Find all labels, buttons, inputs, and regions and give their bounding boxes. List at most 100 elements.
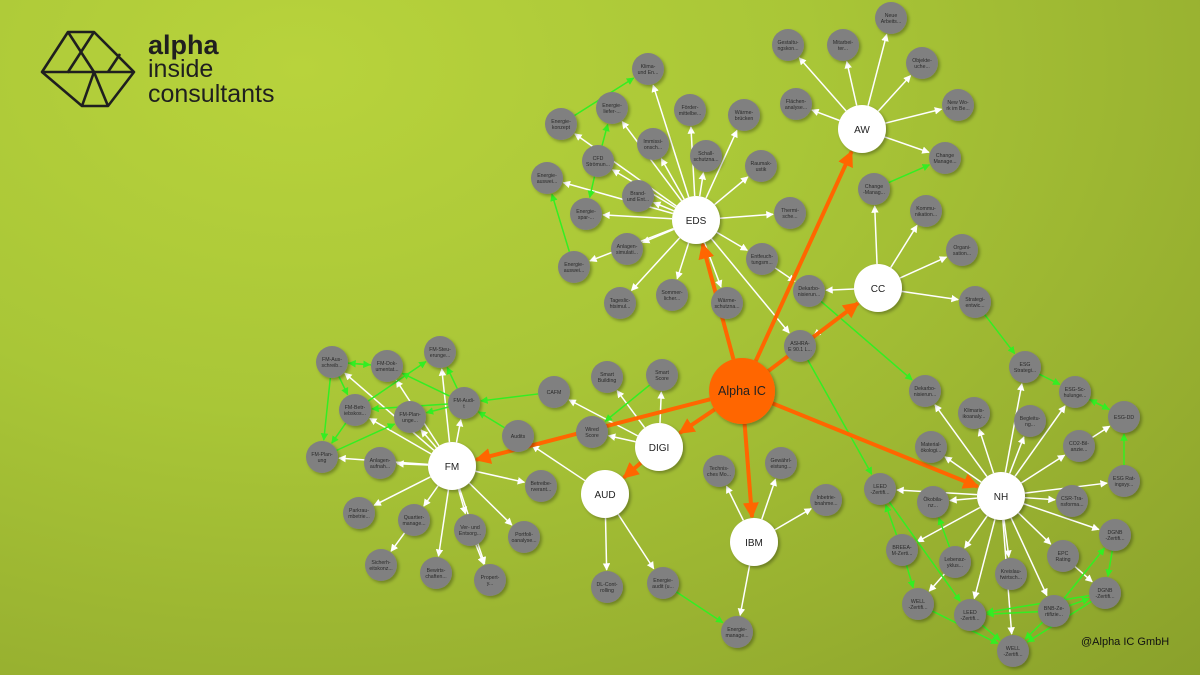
- alpha-hub-node[interactable]: Alpha IC: [709, 358, 775, 424]
- topic-node[interactable]: Objekte-uche...: [906, 47, 938, 79]
- topic-node[interactable]: BREEA-M-Zerti...: [886, 534, 918, 566]
- topic-node[interactable]: Begleitu-ng...: [1014, 405, 1046, 437]
- topic-node[interactable]: Energie-liefer-...: [596, 92, 628, 124]
- topic-node[interactable]: Entfeuch-tungsm...: [746, 243, 778, 275]
- topic-node[interactable]: Raumak-ustik: [745, 150, 777, 182]
- topic-node[interactable]: Technis-ches Mo...: [703, 455, 735, 487]
- topic-node[interactable]: Ökobila-nz...: [917, 486, 949, 518]
- topic-node[interactable]: ESG-Sc-hulunge...: [1059, 376, 1091, 408]
- topic-node[interactable]: Audits: [502, 420, 534, 452]
- topic-node[interactable]: FM-Plan-unge...: [394, 401, 426, 433]
- nh-hub-node[interactable]: NH: [977, 472, 1025, 520]
- topic-node[interactable]: Energie-manage...: [721, 616, 753, 648]
- node-circle: [902, 588, 934, 620]
- fm-hub-node[interactable]: FM: [428, 442, 476, 490]
- white-edge-AW-a1: [867, 33, 889, 106]
- topic-node[interactable]: FM-Audi-t: [448, 387, 480, 419]
- topic-node[interactable]: Kommu-nikation...: [910, 195, 942, 227]
- topic-node[interactable]: WELL-Zertifi...: [902, 588, 934, 620]
- topic-node[interactable]: Förder-mittelbe...: [674, 94, 706, 126]
- topic-node[interactable]: Klima-und En...: [632, 53, 664, 85]
- topic-node[interactable]: Energie-auswei...: [558, 251, 590, 283]
- topic-node[interactable]: Thermi-sche...: [774, 197, 806, 229]
- digi-hub-node[interactable]: DIGI: [635, 423, 683, 471]
- aud-hub-node[interactable]: AUD: [581, 470, 629, 518]
- topic-node[interactable]: Flächen-analyse...: [780, 88, 812, 120]
- topic-node[interactable]: Sommer-licher...: [656, 279, 688, 311]
- topic-node[interactable]: Immissi-onsch...: [637, 128, 669, 160]
- topic-node[interactable]: Klimaris-ikoanaly...: [958, 397, 990, 429]
- topic-node[interactable]: Change-Manag...: [858, 173, 890, 205]
- white-edge-CC-c3: [899, 256, 948, 279]
- topic-node[interactable]: Wärme-brücken: [728, 99, 760, 131]
- topic-node[interactable]: Kreislau-fwirtsch...: [995, 558, 1027, 590]
- topic-node[interactable]: FM-Steu-erunge...: [424, 336, 456, 368]
- topic-node[interactable]: DL-Cont-rolling: [591, 571, 623, 603]
- white-edge-CC-c2: [890, 224, 918, 269]
- white-edge-EDS-e18: [675, 242, 690, 280]
- topic-node[interactable]: Anlagen-aufnah...: [364, 447, 396, 479]
- topic-node[interactable]: Energie-audit (u...: [647, 567, 679, 599]
- topic-node[interactable]: Mitarbei-ter...: [827, 29, 859, 61]
- topic-node[interactable]: Bewirts-chaften...: [420, 557, 452, 589]
- eds-hub-node[interactable]: EDS: [672, 196, 720, 244]
- topic-node[interactable]: Propert-y...: [474, 564, 506, 596]
- topic-node[interactable]: Gewährl-eistung...: [765, 447, 797, 479]
- aw-hub-node[interactable]: AW: [838, 105, 886, 153]
- topic-node[interactable]: FM-Betr-iebskos...: [339, 394, 371, 426]
- topic-node[interactable]: CSR-Tra-nsforma...: [1056, 485, 1088, 517]
- topic-node[interactable]: Organi-sation...: [946, 234, 978, 266]
- topic-node[interactable]: Lebensz-yklus...: [939, 546, 971, 578]
- topic-node[interactable]: CAFM: [538, 376, 570, 408]
- node-circle: [591, 571, 623, 603]
- cc-hub-node[interactable]: CC: [854, 264, 902, 312]
- topic-node[interactable]: BNB-Ze-rtifizie...: [1038, 595, 1070, 627]
- green-edge-n18-n20: [986, 594, 1090, 615]
- topic-node[interactable]: Schall-schutzna...: [690, 140, 722, 172]
- topic-node[interactable]: Parkrau-mbetrie...: [343, 497, 375, 529]
- topic-node[interactable]: FM-Plan-ung: [306, 441, 338, 473]
- topic-node[interactable]: ASHRA-E 90.1 L...: [784, 330, 816, 362]
- topic-node[interactable]: Portfoli-oanalyse...: [508, 521, 540, 553]
- topic-node[interactable]: ESG Rat-ingsyy...: [1108, 465, 1140, 497]
- topic-node[interactable]: Energie-konzept: [545, 108, 577, 140]
- topic-node[interactable]: DGNB-Zertifi...: [1099, 519, 1131, 551]
- topic-node[interactable]: Energie-auswei...: [531, 162, 563, 194]
- topic-node[interactable]: Gestaltu-ngskon...: [772, 29, 804, 61]
- topic-node[interactable]: FM-Dok-umentat...: [371, 350, 403, 382]
- topic-node[interactable]: Material-ökologi...: [915, 431, 947, 463]
- topic-node[interactable]: DGNB-Zertifi...: [1089, 577, 1121, 609]
- node-circle: [635, 423, 683, 471]
- topic-node[interactable]: Wärme-schutzna...: [711, 287, 743, 319]
- topic-node[interactable]: CO2-Bil-anzie...: [1063, 430, 1095, 462]
- topic-node[interactable]: Energie-spar-...: [570, 198, 602, 230]
- topic-node[interactable]: LEED-Zertifi...: [954, 599, 986, 631]
- topic-node[interactable]: Quartier-manage...: [398, 504, 430, 536]
- topic-node[interactable]: New Wo-rk im Be...: [942, 89, 974, 121]
- node-circle: [838, 105, 886, 153]
- topic-node[interactable]: Strategi-entwic...: [959, 286, 991, 318]
- topic-node[interactable]: Dekarbo-nisierun...: [793, 275, 825, 307]
- topic-node[interactable]: LEED-Zertifi...: [864, 473, 896, 505]
- topic-node[interactable]: FM-Aus-schreib...: [316, 346, 348, 378]
- topic-node[interactable]: Anlagen-simulati...: [611, 233, 643, 265]
- topic-node[interactable]: Brand-und Ent...: [622, 180, 654, 212]
- topic-node[interactable]: WELL-Zertifi...: [997, 635, 1029, 667]
- topic-node[interactable]: Tageslic-htsimul...: [604, 287, 636, 319]
- topic-node[interactable]: Betreibe-rverant...: [525, 470, 557, 502]
- topic-node[interactable]: Dekarbo-nisierun...: [909, 375, 941, 407]
- topic-node[interactable]: Inbetrie-bnahme...: [810, 484, 842, 516]
- topic-node[interactable]: Sicherh-eitskonz...: [365, 549, 397, 581]
- ibm-hub-node[interactable]: IBM: [730, 518, 778, 566]
- topic-node[interactable]: ESG-DD: [1108, 401, 1140, 433]
- white-edge-AW-a6: [885, 107, 943, 124]
